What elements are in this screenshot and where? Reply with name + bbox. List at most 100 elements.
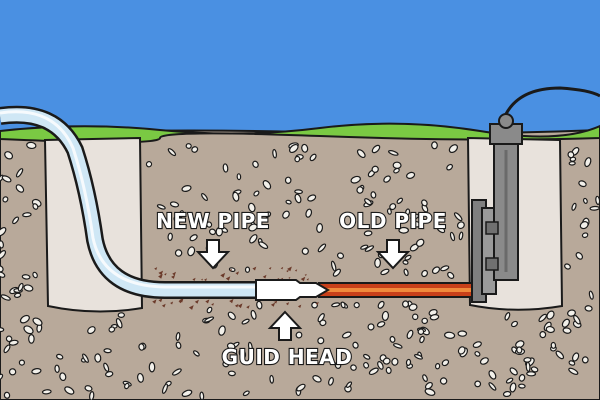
- soil-stone: [352, 341, 359, 349]
- soil-stone: [256, 300, 263, 310]
- soil-stone: [201, 193, 208, 201]
- soil-stone: [317, 313, 325, 323]
- debris-speck: [152, 299, 157, 304]
- soil-stone: [472, 341, 482, 349]
- soil-stone: [94, 353, 102, 363]
- soil-stone: [204, 316, 215, 323]
- soil-stone: [105, 371, 114, 378]
- soil-stone: [413, 353, 424, 360]
- soil-stone: [59, 372, 67, 382]
- soil-stone: [578, 180, 587, 188]
- soil-stone: [115, 317, 123, 329]
- new-pipe-highlight: [0, 110, 258, 289]
- debris-speck: [220, 272, 226, 278]
- soil-stone: [444, 331, 456, 339]
- soil-stone: [353, 302, 360, 309]
- debris-speck: [235, 271, 239, 275]
- soil-stone: [589, 205, 600, 211]
- soil-stone: [56, 353, 64, 360]
- soil-stone: [167, 232, 173, 241]
- soil-stone: [393, 343, 403, 349]
- debris-speck: [237, 303, 243, 309]
- soil-stone: [377, 361, 384, 370]
- soil-stone: [429, 314, 440, 321]
- debris-speck: [304, 273, 307, 276]
- soil-stone: [401, 300, 409, 308]
- soil-stone: [584, 157, 592, 168]
- soil-stone: [0, 226, 7, 237]
- soil-stone: [381, 310, 390, 321]
- soil-stone: [18, 359, 25, 366]
- soil-stone: [181, 185, 192, 192]
- soil-stone: [185, 143, 192, 149]
- soil-stone: [64, 386, 75, 395]
- soil-stone: [538, 313, 547, 323]
- debris-speck: [194, 299, 199, 304]
- soil-stone: [328, 377, 334, 386]
- soil-stone: [398, 226, 409, 234]
- soil-stone: [312, 374, 322, 383]
- soil-stone: [242, 390, 250, 397]
- soil-stone: [441, 359, 450, 367]
- soil-stone: [187, 246, 196, 257]
- soil-stone: [215, 226, 224, 237]
- soil-stone: [377, 300, 385, 309]
- soil-stone: [178, 210, 185, 218]
- soil-stone: [564, 263, 571, 270]
- soil-stone: [206, 221, 213, 228]
- soil-stone: [363, 361, 370, 369]
- soil-stone: [436, 225, 446, 234]
- soil-stone: [248, 202, 256, 213]
- soil-stone: [282, 210, 290, 219]
- soil-stone: [449, 231, 456, 242]
- soil-stone: [371, 144, 381, 154]
- debris-speck: [262, 274, 267, 279]
- debris-speck: [229, 268, 232, 272]
- soil-stone: [374, 257, 382, 268]
- debris-speck: [158, 274, 163, 279]
- soil-stone: [579, 221, 589, 230]
- soil-stone: [0, 373, 4, 381]
- soil-stone: [562, 327, 572, 334]
- soil-stone: [431, 141, 438, 150]
- soil-stone: [167, 148, 177, 157]
- soil-stone: [117, 312, 125, 319]
- soil-stone: [555, 350, 565, 360]
- soil-stone: [422, 374, 428, 382]
- soil-stone: [31, 368, 42, 375]
- debris-speck: [287, 266, 292, 272]
- debris-speck: [188, 305, 194, 310]
- soil-stone: [331, 302, 341, 308]
- soil-stone: [54, 364, 60, 373]
- soil-stone: [199, 391, 205, 400]
- soil-stone: [294, 193, 302, 204]
- debris-speck: [252, 266, 257, 271]
- soil-stone: [8, 368, 17, 376]
- soil-stone: [411, 220, 421, 228]
- soil-stone: [382, 357, 391, 365]
- debris-speck: [315, 301, 319, 306]
- soil-stone: [350, 175, 361, 184]
- soil-stone: [568, 360, 576, 366]
- soil-stone: [0, 265, 4, 273]
- soil-stone: [434, 363, 441, 370]
- soil-stone: [289, 143, 299, 154]
- machine-cap: [498, 113, 514, 129]
- soil-stone: [509, 382, 517, 393]
- soil-stone: [296, 383, 306, 392]
- soil-stone: [419, 335, 425, 344]
- debris: [152, 266, 319, 310]
- soil-stone: [550, 341, 557, 349]
- soil-stone: [588, 290, 594, 300]
- new-pipe-arrow: [195, 239, 231, 270]
- soil-stone: [264, 211, 272, 218]
- soil-stone: [189, 234, 198, 242]
- soil-stone: [350, 364, 357, 371]
- soil-stone: [525, 361, 531, 372]
- debris-speck: [268, 267, 272, 270]
- soil-stone: [568, 367, 579, 375]
- machine-bracket-a: [485, 221, 499, 235]
- soil-stone: [575, 252, 584, 260]
- soil-stone: [457, 346, 466, 355]
